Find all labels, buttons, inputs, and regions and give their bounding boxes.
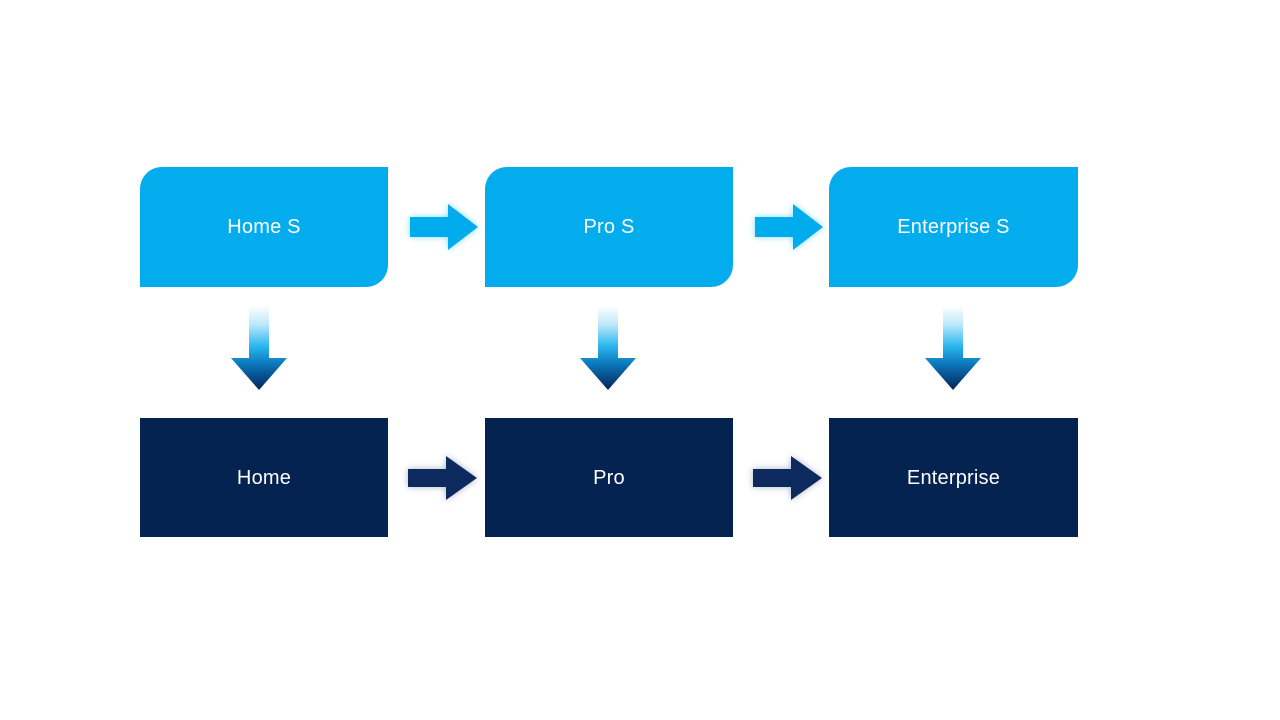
node-label-pro: Pro	[593, 466, 625, 489]
node-label-home-s: Home S	[227, 216, 301, 238]
node-label-enterprise-s: Enterprise S	[897, 216, 1010, 238]
node-label-enterprise: Enterprise	[906, 466, 1001, 489]
node-label-pro-s: Pro S	[583, 216, 635, 238]
arrow-right-pro-s-to-enterprise-s	[749, 199, 827, 255]
node-label-home: Home	[236, 466, 292, 489]
arrow-down-enterprise-s-to-enterprise	[922, 306, 984, 392]
node-enterprise[interactable]: Enterprise	[829, 418, 1078, 537]
arrow-right-home-to-pro	[401, 450, 483, 506]
node-pro-s[interactable]: Pro S	[485, 167, 733, 287]
arrow-right-home-s-to-pro-s	[404, 199, 482, 255]
node-enterprise-s[interactable]: Enterprise S	[829, 167, 1078, 287]
arrow-down-pro-s-to-pro	[577, 306, 639, 392]
node-pro[interactable]: Pro	[485, 418, 733, 537]
node-home-s[interactable]: Home S	[140, 167, 388, 287]
arrow-right-pro-to-enterprise	[746, 450, 828, 506]
arrow-down-home-s-to-home	[228, 306, 290, 392]
node-home[interactable]: Home	[140, 418, 388, 537]
